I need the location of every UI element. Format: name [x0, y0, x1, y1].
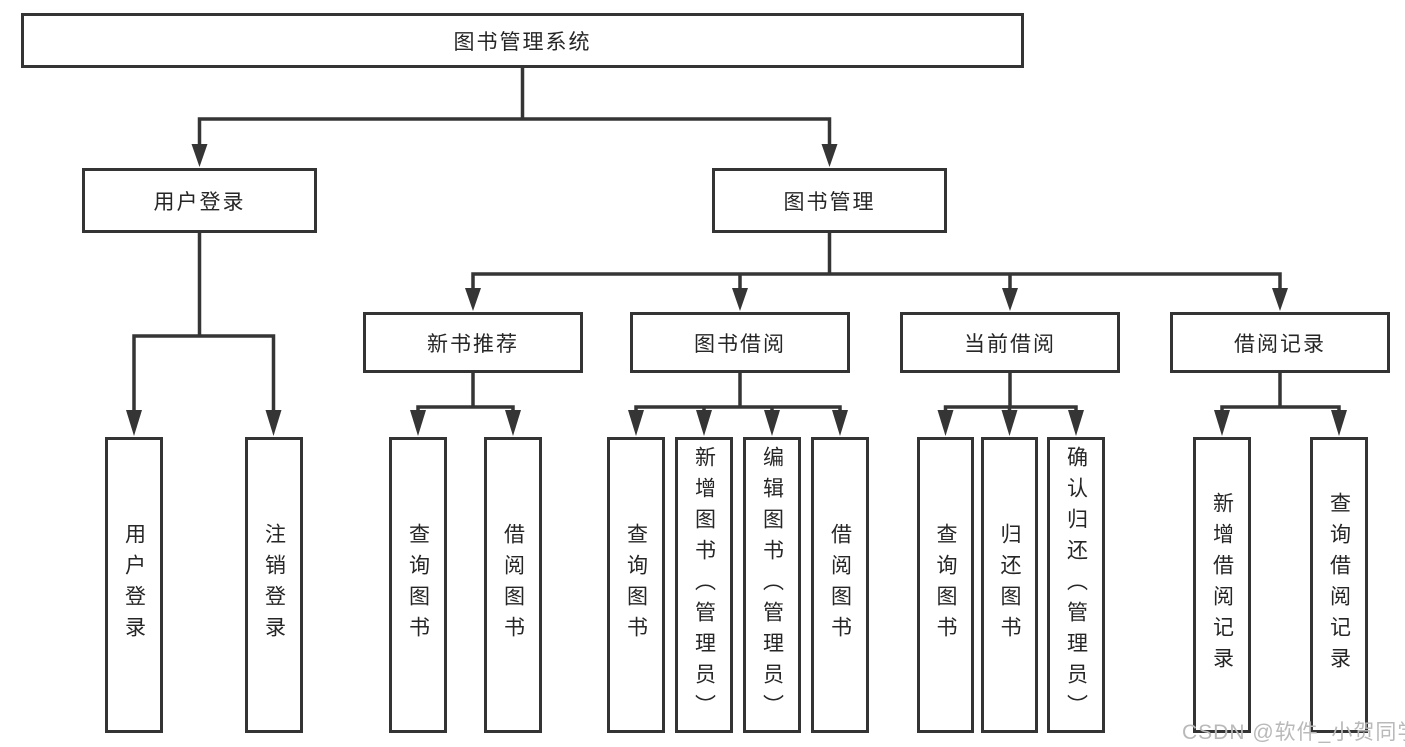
node-user-login: 用户登录	[82, 168, 317, 233]
leaf-recommend-borrow-books: 借阅图书	[484, 437, 542, 733]
leaf-return-book: 归还图书	[981, 437, 1038, 733]
node-borrow-records: 借阅记录	[1170, 312, 1390, 373]
node-label: 查询图书	[934, 523, 957, 647]
leaf-user-login: 用户登录	[105, 437, 163, 733]
node-label: 确认归还（管理员）	[1064, 445, 1088, 725]
leaf-recommend-query-books: 查询图书	[389, 437, 447, 733]
leaf-add-book-admin: 新增图书（管理员）	[675, 437, 733, 733]
leaf-borrow-query-books: 查询图书	[607, 437, 665, 733]
leaf-query-borrow-record: 查询借阅记录	[1310, 437, 1368, 733]
leaf-confirm-return-admin: 确认归还（管理员）	[1047, 437, 1105, 733]
node-label: 新增借阅记录	[1210, 492, 1234, 678]
leaf-current-query-books: 查询图书	[917, 437, 974, 733]
node-label: 借阅图书	[501, 523, 525, 647]
node-label: 借阅记录	[1234, 332, 1326, 356]
node-label: 编辑图书（管理员）	[760, 445, 784, 725]
node-label: 图书管理	[783, 190, 876, 214]
node-system-root: 图书管理系统	[21, 13, 1024, 68]
node-label: 当前借阅	[964, 332, 1056, 356]
node-label: 新书推荐	[427, 332, 519, 356]
leaf-edit-book-admin: 编辑图书（管理员）	[743, 437, 801, 733]
leaf-logout: 注销登录	[245, 437, 303, 733]
node-label: 归还图书	[998, 523, 1021, 647]
node-label: 新增图书（管理员）	[692, 445, 716, 725]
csdn-watermark: CSDN @软件_小贺同学	[1182, 721, 1405, 744]
node-book-borrow: 图书借阅	[630, 312, 850, 373]
node-label: 查询图书	[624, 523, 648, 647]
leaf-add-borrow-record: 新增借阅记录	[1193, 437, 1251, 733]
node-book-management: 图书管理	[712, 168, 947, 233]
node-label: 注销登录	[262, 523, 286, 647]
node-new-book-recommend: 新书推荐	[363, 312, 583, 373]
node-label: 借阅图书	[828, 523, 852, 647]
leaf-borrow-book: 借阅图书	[811, 437, 869, 733]
node-label: 用户登录	[122, 523, 146, 647]
node-label: 图书借阅	[694, 332, 786, 356]
node-label: 用户登录	[153, 190, 246, 214]
node-label: 查询图书	[406, 523, 430, 647]
node-label: 图书管理系统	[453, 30, 592, 54]
node-label: 查询借阅记录	[1327, 492, 1351, 678]
arrowheads	[126, 144, 1347, 436]
node-current-borrow: 当前借阅	[900, 312, 1120, 373]
